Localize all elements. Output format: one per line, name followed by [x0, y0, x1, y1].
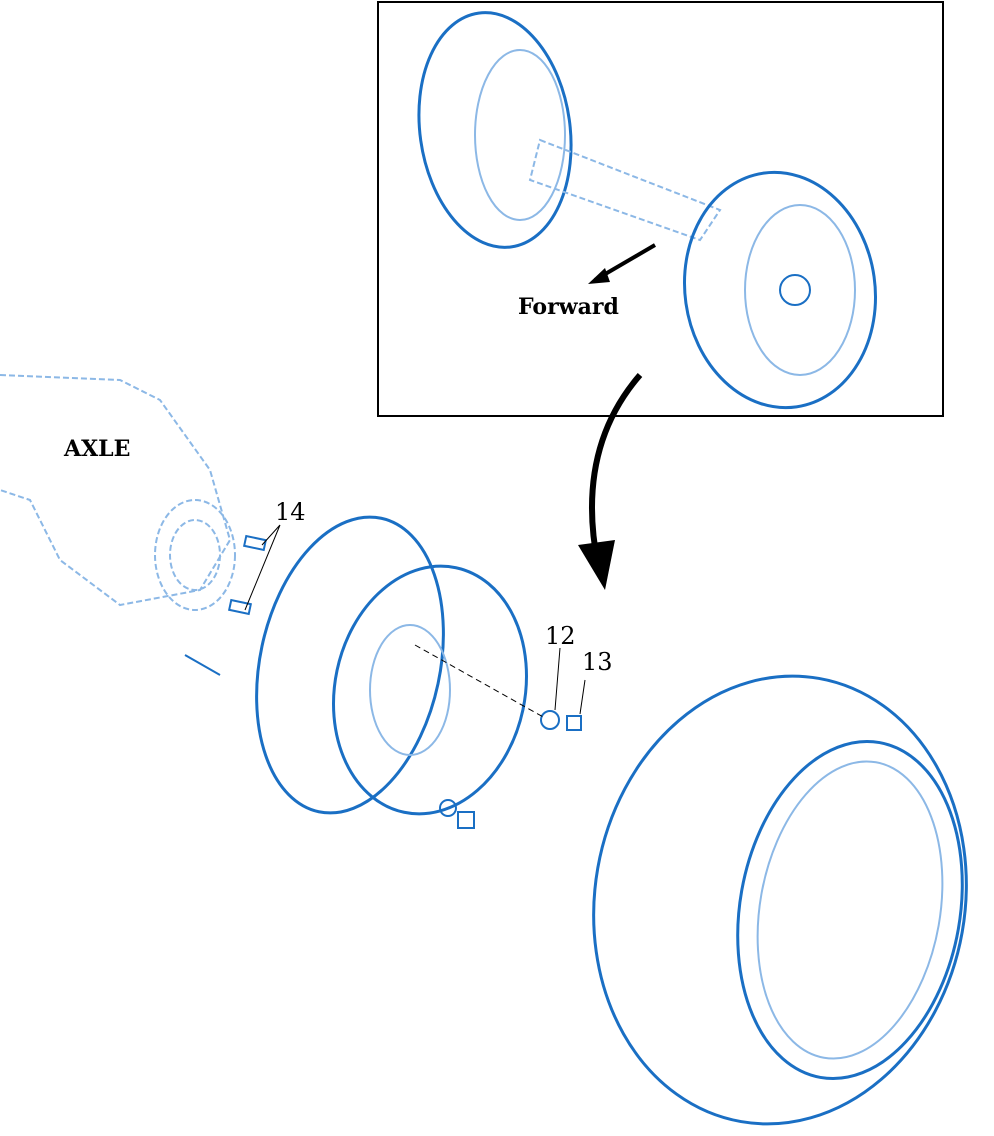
inset-left-wheel: [417, 11, 573, 249]
inset-frame: [377, 1, 944, 417]
callout-13: 13: [582, 648, 613, 676]
forward-label: Forward: [518, 294, 619, 320]
axle-label: AXLE: [64, 436, 131, 462]
axle-housing: [0, 374, 236, 611]
callout-12: 12: [545, 622, 576, 650]
callout-14: 14: [275, 498, 306, 526]
wheel-rim: [255, 515, 528, 816]
curved-arrow-icon: [588, 373, 643, 566]
leader-lines: [244, 524, 586, 719]
inset-axle: [528, 138, 722, 242]
fasteners: [184, 534, 582, 829]
tire: [592, 674, 968, 1126]
inset-right-wheel: [683, 170, 877, 410]
